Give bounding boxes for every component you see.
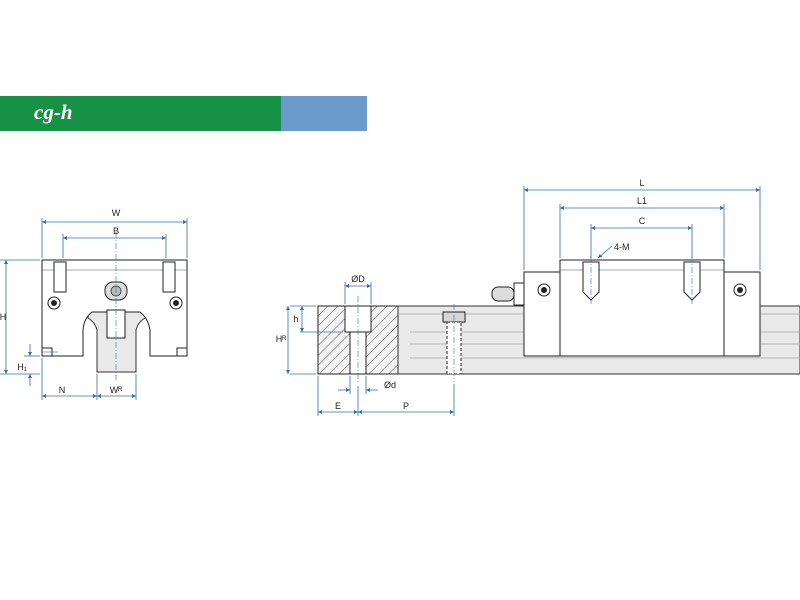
dim-label-WR: Wᴿ <box>110 385 123 395</box>
dim-label-L1: L1 <box>637 196 647 206</box>
header-blue-band <box>281 96 367 131</box>
front-carriage <box>41 259 188 357</box>
dim-label-Od: Ød <box>384 380 396 390</box>
dim-label-N: N <box>59 385 66 395</box>
side-view <box>317 256 800 384</box>
dim-label-C: C <box>639 216 646 226</box>
dim-label-h: h <box>293 314 298 324</box>
front-dimensions <box>0 218 188 400</box>
dim-label-HR: Hᴿ <box>276 334 287 344</box>
dim-label-P: P <box>403 401 409 411</box>
dim-label-H: H <box>0 312 6 322</box>
side-dimensions <box>286 186 761 416</box>
section-title: cg-h <box>34 100 73 124</box>
dim-label-B: B <box>113 226 119 236</box>
dim-label-E: E <box>335 401 341 411</box>
header-green-band <box>0 96 281 131</box>
dim-label-OD: ØD <box>351 274 365 284</box>
dim-label-H1: H₁ <box>17 362 27 372</box>
dim-label-W: W <box>112 208 121 218</box>
dim-label-L: L <box>639 178 644 188</box>
dim-label-4M: 4-M <box>614 242 630 252</box>
section-header: cg-h <box>0 96 367 131</box>
front-view <box>41 232 188 380</box>
side-dimension-labels: L L1 C 4-M ØD h Hᴿ Ød E P <box>276 178 647 411</box>
front-dimension-labels: W B H H₁ N Wᴿ <box>0 208 122 395</box>
